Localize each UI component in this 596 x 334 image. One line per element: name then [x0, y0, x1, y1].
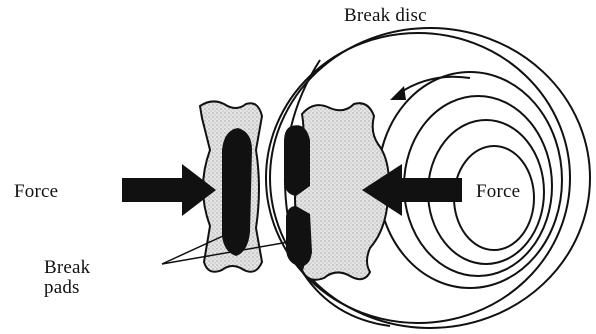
force-right-label: Force: [476, 182, 520, 202]
brake-disc-label: Break disc: [344, 6, 427, 26]
pad-right-friction-bottom: [286, 206, 312, 266]
pad-left-friction: [222, 128, 252, 256]
brake-pads-label-line1: Break: [44, 258, 90, 278]
pad-right-friction-top: [284, 125, 310, 196]
brake-pads-label: Break pads: [44, 258, 90, 298]
rotation-arrow-icon: [390, 77, 470, 100]
force-left-label: Force: [14, 182, 58, 202]
brake-pads-label-line2: pads: [44, 278, 90, 298]
force-arrow-left-icon: [122, 164, 216, 216]
